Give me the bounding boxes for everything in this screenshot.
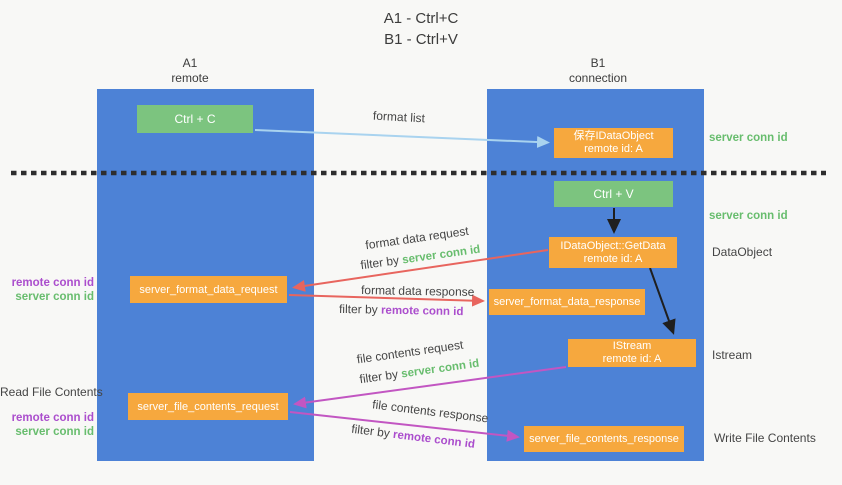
filter-by-text: filter by [358,366,403,387]
diagram-title: A1 - Ctrl+C B1 - Ctrl+V [0,8,842,50]
server-format-data-request-box: server_format_data_request [130,276,287,303]
format-list-label: format list [372,108,426,126]
server-file-contents-response-label: server_file_contents_response [529,433,679,445]
remote-conn-id-left-mid: remote conn id [11,277,94,289]
remote-conn-id-text: remote conn id [380,304,464,319]
diagram-title-line2: B1 - Ctrl+V [384,31,458,48]
istream-line2: remote id: A [602,353,662,365]
left-column-subtitle: remote [171,71,209,85]
left-mid-conn-ids: remote conn id server conn id [0,277,94,304]
server-file-contents-request-label: server_file_contents_request [137,400,279,413]
server-conn-id-text: server conn id [400,357,481,381]
server-format-data-response-box: server_format_data_response [489,289,645,315]
istream-side-label: Istream [712,348,753,362]
filter-by-text: filter by [350,421,395,441]
left-column-header: A1 remote [130,56,250,86]
idataobject-getdata-box: IDataObject::GetData remote id: A [549,237,677,268]
ctrl-v-label: Ctrl + V [593,187,634,201]
file-contents-response-label: file contents response [371,397,490,426]
istream-line1: IStream [612,340,652,352]
right-column-header: B1 connection [538,56,658,86]
server-conn-id-left-bottom: server conn id [15,425,94,438]
save-dataobject-box: 保存IDataObject remote id: A [554,128,673,158]
remote-conn-id-text: remote conn id [392,428,476,451]
ctrl-c-box: Ctrl + C [137,105,253,133]
getdata-line1: IDataObject::GetData [560,239,666,252]
write-file-contents-label: Write File Contents [714,431,816,445]
filter-by-remote-conn-id-label-1: filter by remote conn id [338,301,464,318]
istream-box: IStream remote id: A [568,339,696,367]
right-column-subtitle: connection [568,71,628,85]
diagram-title-line1: A1 - Ctrl+C [383,10,459,27]
save-dataobject-line2: remote id: A [584,143,643,155]
save-dataobject-line1: 保存IDataObject [573,130,654,142]
remote-conn-id-left-bottom: remote conn id [11,412,94,424]
left-bottom-conn-ids: remote conn id server conn id [0,412,94,439]
server-conn-id-right-top-label: server conn id [709,132,788,144]
server-file-contents-response-box: server_file_contents_response [524,426,684,452]
server-format-data-response-label: server_format_data_response [493,296,641,308]
right-column-name: B1 [590,56,606,70]
filter-by-remote-conn-id-label-2: filter by remote conn id [350,421,476,451]
ctrl-v-box: Ctrl + V [554,181,673,207]
server-conn-id-left-mid: server conn id [15,290,94,303]
server-conn-id-right-mid-label: server conn id [709,210,788,222]
left-column-name: A1 [182,56,198,70]
filter-by-text: filter by [338,301,382,317]
server-file-contents-request-box: server_file_contents_request [128,393,288,420]
dataobject-side-label: DataObject [712,245,773,259]
format-data-response-label: format data response [360,283,475,300]
ctrl-c-label: Ctrl + C [174,112,216,126]
server-format-data-request-label: server_format_data_request [139,283,278,296]
read-file-contents-label: Read File Contents [0,385,103,399]
filter-by-text: filter by [359,252,404,273]
server-conn-id-text: server conn id [401,243,482,267]
getdata-line2: remote id: A [583,252,643,265]
